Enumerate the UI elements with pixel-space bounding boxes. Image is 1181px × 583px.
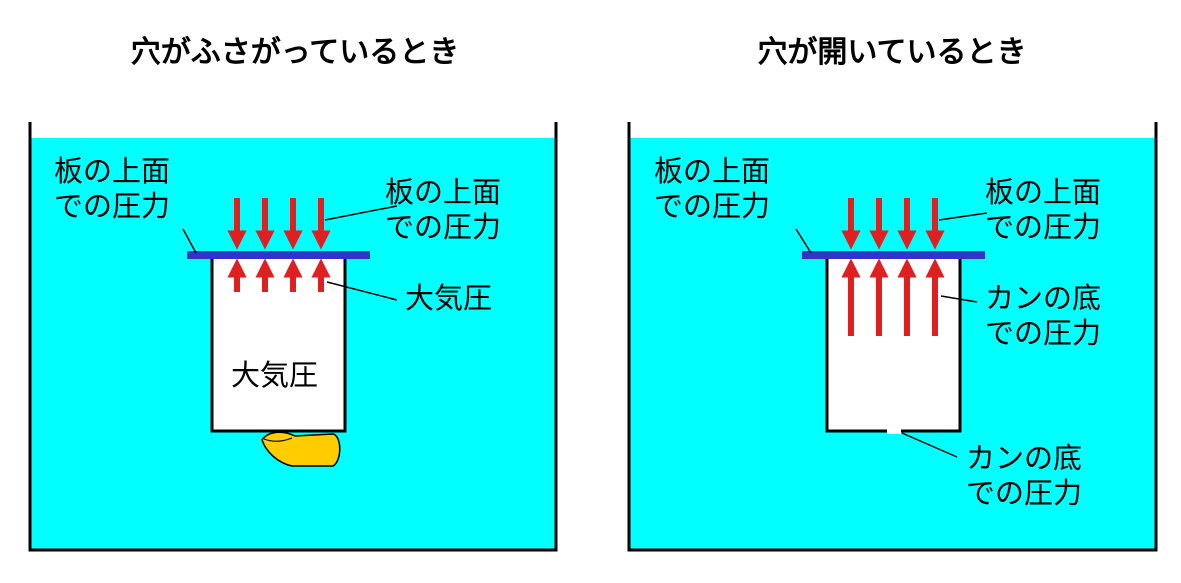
plate-top-pressure-arrows <box>227 198 331 250</box>
label-plate-top-pressure-outer: 板の上面での圧力 <box>54 154 170 223</box>
tank-wall <box>627 122 1158 552</box>
label-can-bottom-pressure-lower: カンの底での圧力 <box>966 441 1082 510</box>
label-plate-top-pressure: 板の上面での圧力 <box>385 175 501 244</box>
label-plate-top-pressure-outer: 板の上面での圧力 <box>654 154 770 223</box>
open-panel: 穴が開いているとき 板の上面での圧力 板の上面での圧力 カンの底での圧力 カンの… <box>627 35 1158 552</box>
leader-line <box>938 212 988 221</box>
leader-line <box>795 228 812 254</box>
leader-line <box>326 281 398 301</box>
can <box>825 255 962 433</box>
tank-wall <box>28 122 558 552</box>
fingernail <box>263 437 293 442</box>
atmospheric-pressure-arrows <box>227 258 331 292</box>
leader-line <box>901 432 958 458</box>
label-can-bottom-pressure: カンの底での圧力 <box>985 281 1101 350</box>
label-atmospheric-pressure: 大気圧 <box>405 281 492 315</box>
leader-line <box>182 228 197 254</box>
label-inside-atmospheric-pressure: 大気圧 <box>231 358 318 392</box>
label-plate-top-pressure: 板の上面での圧力 <box>985 175 1101 244</box>
plate <box>187 251 370 259</box>
closed-panel-title: 穴がふさがっているとき <box>131 35 460 70</box>
leader-line <box>324 205 398 221</box>
can-bottom-pressure-arrows <box>841 258 945 336</box>
can <box>210 255 347 433</box>
leader-line <box>940 295 978 303</box>
plate-top-pressure-arrows <box>841 198 945 250</box>
can-hole <box>887 428 901 434</box>
closed-panel: 穴がふさがっているとき 板の上面での圧力 板の上面での圧力 大気圧 大気圧 <box>28 35 558 552</box>
open-panel-title: 穴が開いているとき <box>757 35 1026 70</box>
plate <box>802 251 985 259</box>
